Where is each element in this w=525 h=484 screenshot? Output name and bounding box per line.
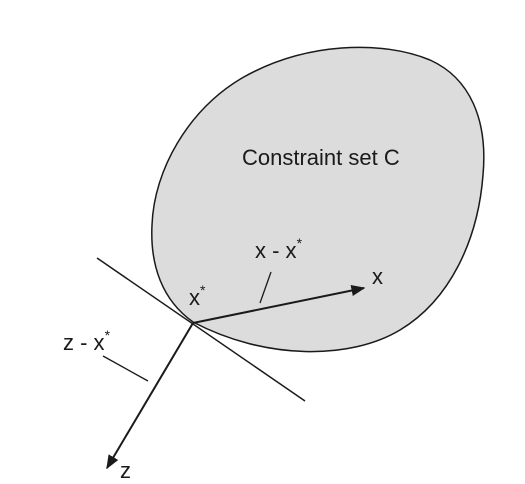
tangent-line xyxy=(96,257,306,402)
x-star-base: x xyxy=(189,285,200,310)
x-minus-base: x - x xyxy=(255,238,297,263)
x-arrow xyxy=(192,285,366,324)
x-star-sup: * xyxy=(200,282,206,298)
x-minus-leader xyxy=(259,271,272,304)
z-minus-base: z - x xyxy=(63,330,105,355)
z-arrow xyxy=(106,322,194,470)
constraint-set-label: Constraint set C xyxy=(242,145,400,170)
x-minus-x-star-label: x - x* xyxy=(255,235,303,263)
x-star-label: x* xyxy=(189,282,206,310)
z-minus-leader xyxy=(102,355,149,382)
z-minus-x-star-label: z - x* xyxy=(63,327,111,355)
x-label: x xyxy=(372,264,383,289)
x-minus-sup: * xyxy=(297,235,303,251)
z-label: z xyxy=(120,458,131,483)
constraint-set-region xyxy=(151,46,485,353)
z-minus-sup: * xyxy=(105,327,111,343)
